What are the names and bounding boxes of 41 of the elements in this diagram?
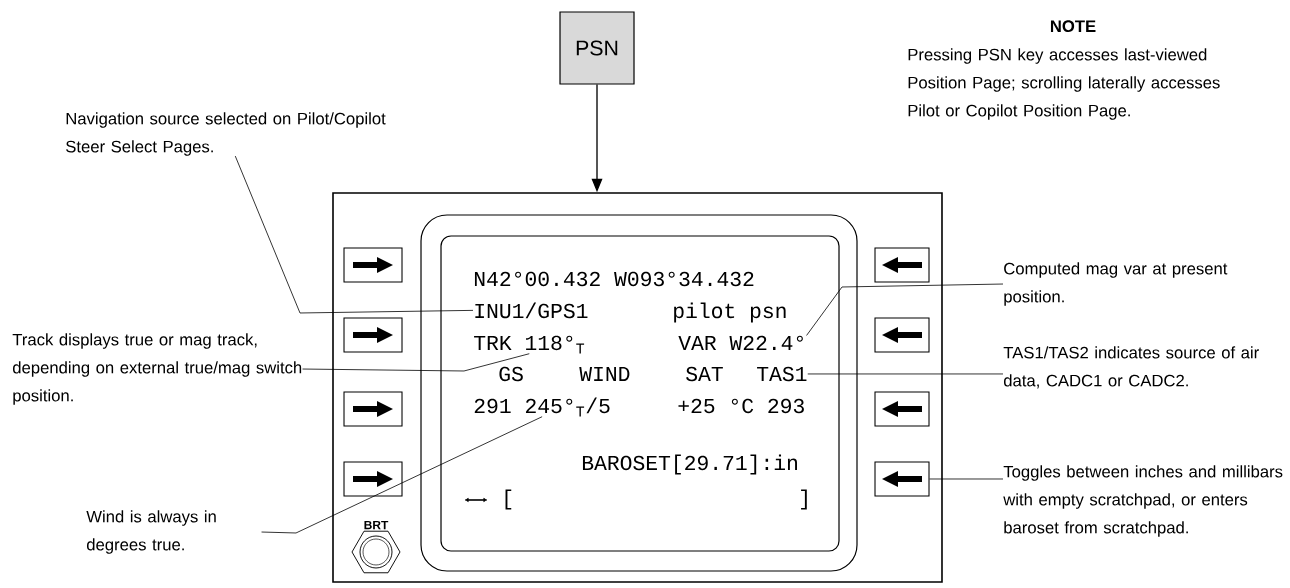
screen-text: N42°00.432 W093°34.432 (474, 271, 754, 287)
callout-text: Toggles between inches and millibars with empty scratchpad, or enters baroset from scratchpad. (1003, 465, 1283, 537)
screen-text: GS (499, 366, 523, 382)
leader-line (302, 353, 530, 372)
leader-line (806, 283, 1004, 336)
brightness-knob: BRT (351, 520, 401, 574)
screen-text: INU1/GPS1 (475, 302, 588, 319)
screen-text: SAT (686, 366, 723, 382)
line-select-key (874, 317, 930, 353)
line-select-key (343, 247, 403, 283)
screen-text: BAROSET[29.71]:in (582, 454, 797, 475)
scratchpad-bracket: [ (505, 489, 512, 510)
screen-text: pilot psn (674, 302, 786, 323)
note-text: Pressing PSN key accesses last-viewed Position Page; scrolling laterally accesses Pilot or Copilot Position Page. (908, 48, 1220, 120)
line-select-key (874, 247, 930, 283)
scratchpad-bracket: ] (801, 489, 807, 510)
line-select-key (343, 461, 403, 497)
callout-text: TAS1/TAS2 indicates source of air data, CADC1 or CADC2. (1003, 346, 1259, 389)
display-unit (332, 192, 943, 583)
callout-text: Navigation source selected on Pilot/Copilot Steer Select Pages. (66, 112, 386, 156)
note-heading: NOTE (1050, 20, 1096, 33)
leader-line (929, 478, 1004, 480)
screen-text: WIND (579, 366, 630, 381)
leader-line (234, 155, 474, 314)
screen-text: TRK 118°$_{T}$ (474, 335, 585, 354)
screen-text: +25 °C 293 (678, 398, 804, 414)
callout-text: Wind is always in degrees true. (86, 510, 216, 554)
display-screen (420, 214, 858, 572)
screen-text: 291 245°$_{T}$/5 (474, 397, 610, 417)
screen-text: VAR W22.4° (678, 335, 803, 350)
line-select-key (343, 317, 403, 353)
key-button: PSN (559, 11, 635, 85)
leader-line (807, 373, 1004, 375)
node-label: BRT (364, 520, 389, 530)
callout-text: Track displays true or mag track, depending on external true/mag switch position. (12, 333, 302, 405)
line-select-key (874, 461, 930, 497)
callout-text: Computed mag var at present position. (1004, 262, 1228, 306)
screen-text: TAS1 (757, 366, 807, 382)
leader-line (261, 416, 543, 534)
line-select-key (874, 391, 930, 427)
line-select-key (343, 391, 403, 427)
